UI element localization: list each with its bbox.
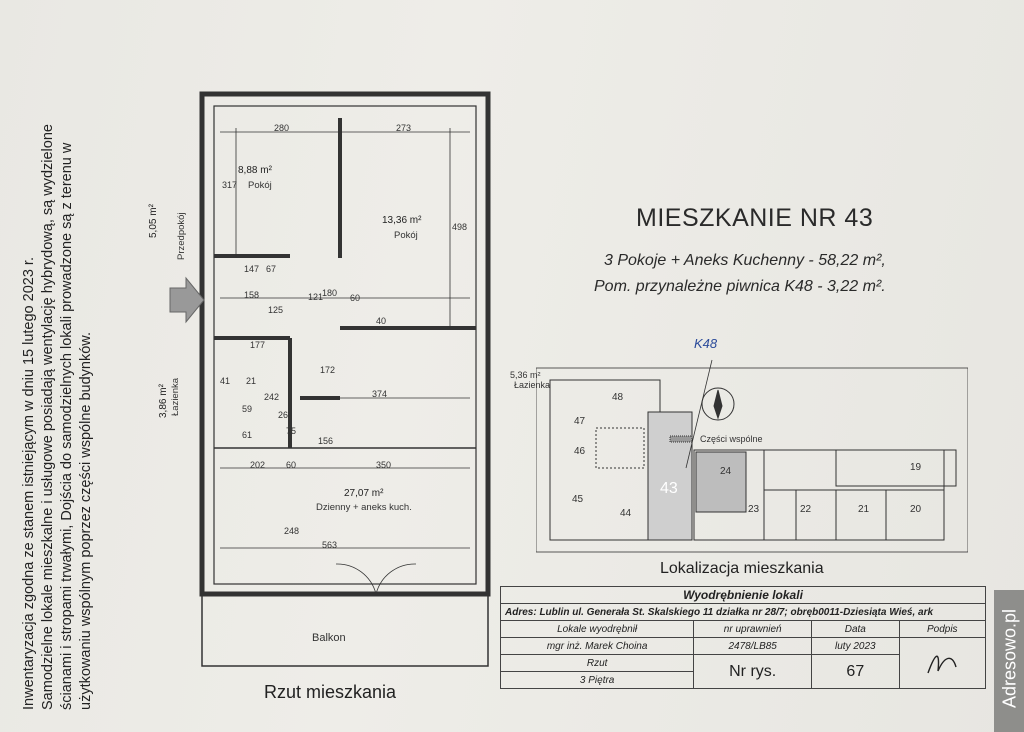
note-line: Inwentaryzacja zgodna ze stanem istnieją… (21, 257, 37, 710)
unit-number: 45 (572, 494, 584, 505)
signature-cell (898, 637, 987, 689)
common-areas-label: Części wspólne (700, 434, 763, 444)
dim: 498 (452, 222, 468, 232)
signature-image (927, 655, 957, 673)
bath-area: 3,86 m² (158, 384, 169, 418)
value-cell: luty 2023 (811, 637, 900, 655)
balcony-label: Balkon (312, 632, 346, 644)
apartment-title: MIESZKANIE NR 43 (636, 204, 874, 232)
dim: 67 (266, 264, 277, 274)
label-cell: nr uprawnień (693, 620, 813, 638)
apartment-storage: Pom. przynależne piwnica K48 - 3,22 m². (594, 278, 886, 295)
dim: 61 (242, 430, 253, 440)
plan-title: Rzut mieszkania (264, 682, 397, 702)
location-caption: Lokalizacja mieszkania (660, 560, 824, 577)
drawing-number-label: Nr rys. (693, 654, 813, 689)
dim: 26 (278, 410, 289, 420)
unit-number: 48 (612, 392, 624, 403)
bath-name: Łazienka (170, 377, 181, 416)
title-block-header: Wyodrębnienie lokali (500, 586, 986, 604)
dim: 125 (268, 305, 284, 315)
floor-plan (169, 91, 491, 667)
room-2-name: Pokój (394, 230, 418, 241)
watermark-text: Adresowo.pl (999, 608, 1020, 709)
room-1-name: Pokój (248, 180, 272, 191)
note-line: użytkowaniu wspólnym poprzez części wspó… (78, 332, 94, 710)
unit-number: 47 (574, 416, 586, 427)
hall-area: 5,05 m² (148, 204, 159, 238)
dim: 273 (396, 123, 412, 133)
dim: 280 (274, 123, 290, 133)
dim: 317 (222, 180, 238, 190)
room-3-name: Dzienny + aneks kuch. (316, 502, 412, 513)
unit-number: 24 (720, 466, 732, 477)
value-cell: 2478/LB85 (693, 637, 813, 655)
unit-number: 19 (910, 462, 922, 473)
dim: 41 (220, 376, 231, 386)
dim: 202 (250, 460, 266, 470)
dim: 350 (376, 460, 392, 470)
location-bath-label: Łazienka (514, 380, 551, 390)
dim: 75 (286, 426, 297, 436)
unit-number-highlighted: 43 (660, 480, 678, 497)
unit-number: 23 (748, 504, 760, 515)
dim: 248 (284, 526, 300, 536)
dim: 156 (318, 436, 334, 446)
room-3-area: 27,07 m² (344, 488, 384, 499)
dim: 147 (244, 264, 260, 274)
location-plan (536, 359, 968, 553)
dim: 177 (250, 340, 266, 350)
value-cell: 3 Piętra (499, 671, 695, 689)
label-cell: Podpis (898, 620, 987, 638)
cellar-handwritten-label: K48 (694, 336, 718, 351)
dim: 180 (322, 288, 338, 298)
dim: 121 (308, 292, 324, 302)
note-line: Samodzielne lokale mieszkalne i usługowe… (40, 124, 56, 710)
inventory-note: Inwentaryzacja zgodna ze stanem istnieją… (20, 70, 96, 710)
hall-name: Przedpokój (176, 212, 187, 260)
room-2-area: 13,36 m² (382, 215, 422, 226)
dim: 563 (322, 540, 338, 550)
dim: 242 (264, 392, 280, 402)
label-cell: Data (811, 620, 900, 638)
drawing-number-value: 67 (811, 654, 900, 689)
dim: 374 (372, 389, 388, 399)
dim: 158 (244, 290, 260, 300)
dim: 60 (350, 293, 361, 303)
dim: 40 (376, 316, 387, 326)
title-block-address: Adres: Lublin ul. Generała St. Skalskieg… (500, 603, 986, 621)
note-line: ścianami i stropami trwałymi, Dojścia do… (59, 142, 75, 710)
unit-number: 20 (910, 504, 922, 515)
dim: 21 (246, 376, 257, 386)
title-block: Wyodrębnienie lokali Adres: Lublin ul. G… (499, 586, 987, 689)
unit-number: 21 (858, 504, 870, 515)
unit-number: 22 (800, 504, 812, 515)
label-cell: Lokale wyodrębnił (499, 620, 695, 638)
location-bath-area: 5,36 m² (510, 370, 541, 380)
dim: 172 (320, 365, 336, 375)
room-1-area: 8,88 m² (238, 165, 272, 176)
apartment-summary: 3 Pokoje + Aneks Kuchenny - 58,22 m², (604, 252, 886, 269)
unit-number: 44 (620, 508, 632, 519)
unit-number: 46 (574, 446, 586, 457)
dim: 60 (286, 460, 297, 470)
watermark: Adresowo.pl (994, 590, 1024, 732)
label-cell: Rzut (499, 654, 695, 672)
dim: 59 (242, 404, 253, 414)
value-cell: mgr inż. Marek Choina (499, 637, 695, 655)
